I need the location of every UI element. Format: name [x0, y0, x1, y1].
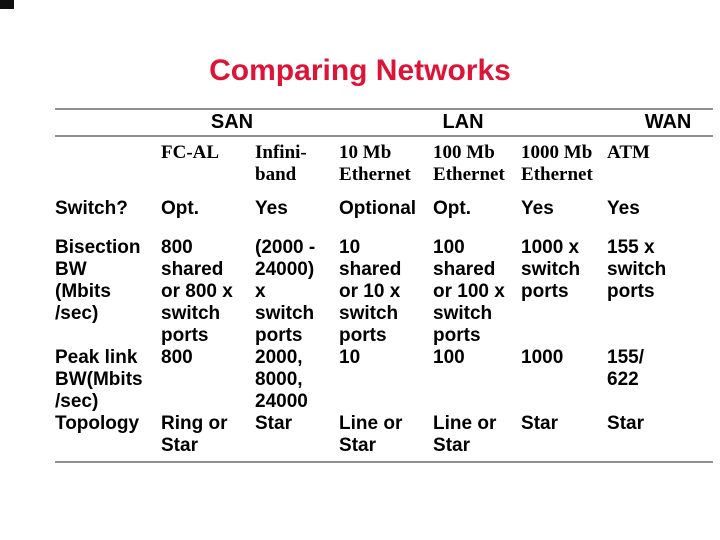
- group-header-lan: LAN: [339, 108, 608, 137]
- cell-bisection-100mb: 100 shared or 100 x switch ports: [433, 237, 505, 346]
- cell-peak-1000mb: 1000: [521, 347, 564, 368]
- row-label-topology: Topology: [55, 413, 161, 463]
- cell-bisection-fc-al: 800 shared or 800 x switch ports: [161, 237, 233, 346]
- column-header-1000mb-ethernet: 1000 Mb Ethernet: [521, 142, 593, 185]
- cell-switch-fc-al: Opt.: [161, 198, 199, 219]
- column-header-spacer: [55, 136, 161, 198]
- cell-topology-atm: Star: [607, 413, 714, 463]
- table-row-switch: Switch? Opt. Yes Optional Opt. Yes Yes: [55, 198, 713, 237]
- cell-topology-100mb: Line or Star: [433, 413, 522, 463]
- cell-peak-fc-al: 800: [161, 347, 193, 368]
- cell-switch-100mb: Opt.: [433, 198, 472, 219]
- corner-mark: [0, 0, 14, 9]
- cell-peak-infiniband: 2000, 8000, 24000: [255, 347, 308, 412]
- cell-peak-atm: 155/ 622: [607, 347, 645, 390]
- cell-topology-1000mb: Star: [521, 413, 608, 463]
- cell-peak-100mb: 100: [433, 347, 465, 368]
- cell-switch-10mb: Optional: [339, 198, 417, 219]
- column-header-infiniband: Infini- band: [255, 142, 307, 185]
- cell-bisection-10mb: 10 shared or 10 x switch ports: [339, 237, 402, 346]
- network-comparison-table: SAN LAN WAN FC-AL Infini- band 10 Mb Eth…: [55, 108, 714, 463]
- cell-bisection-atm: 155 x switch ports: [607, 237, 667, 302]
- cell-switch-1000mb: Yes: [521, 198, 554, 219]
- group-header-wan: WAN: [607, 108, 714, 137]
- cell-topology-infiniband: Star: [255, 413, 340, 463]
- group-header-san: SAN: [161, 108, 340, 137]
- column-header-fc-al: FC-AL: [161, 142, 220, 163]
- row-label-switch: Switch?: [55, 198, 128, 219]
- cell-bisection-1000mb: 1000 x switch ports: [521, 237, 581, 302]
- cell-switch-atm: Yes: [607, 198, 640, 219]
- table-row-peak-link-bw: Peak link BW(Mbits /sec) 800 2000, 8000,…: [55, 347, 713, 413]
- group-header-spacer: [55, 108, 161, 137]
- page-title: Comparing Networks: [209, 54, 511, 87]
- cell-peak-10mb: 10: [339, 347, 361, 368]
- cell-topology-fc-al: Ring or Star: [161, 413, 255, 463]
- column-header-100mb-ethernet: 100 Mb Ethernet: [433, 142, 505, 185]
- table-row-bisection-bw: Bisection BW (Mbits /sec) 800 shared or …: [55, 237, 713, 347]
- column-header-atm: ATM: [607, 142, 650, 163]
- column-header-row: FC-AL Infini- band 10 Mb Ethernet 100 Mb…: [55, 136, 713, 198]
- group-header-row: SAN LAN WAN: [55, 108, 714, 137]
- comparison-table-container: SAN LAN WAN FC-AL Infini- band 10 Mb Eth…: [55, 108, 714, 463]
- table-row-topology: Topology Ring or Star Star Line or Star …: [55, 413, 714, 463]
- cell-bisection-infiniband: (2000 - 24000) x switch ports: [255, 237, 316, 346]
- row-label-peak-link-bw: Peak link BW(Mbits /sec): [55, 347, 143, 412]
- cell-topology-10mb: Line or Star: [339, 413, 434, 463]
- column-header-10mb-ethernet: 10 Mb Ethernet: [339, 142, 411, 185]
- cell-switch-infiniband: Yes: [255, 198, 288, 219]
- row-label-bisection-bw: Bisection BW (Mbits /sec): [55, 237, 141, 324]
